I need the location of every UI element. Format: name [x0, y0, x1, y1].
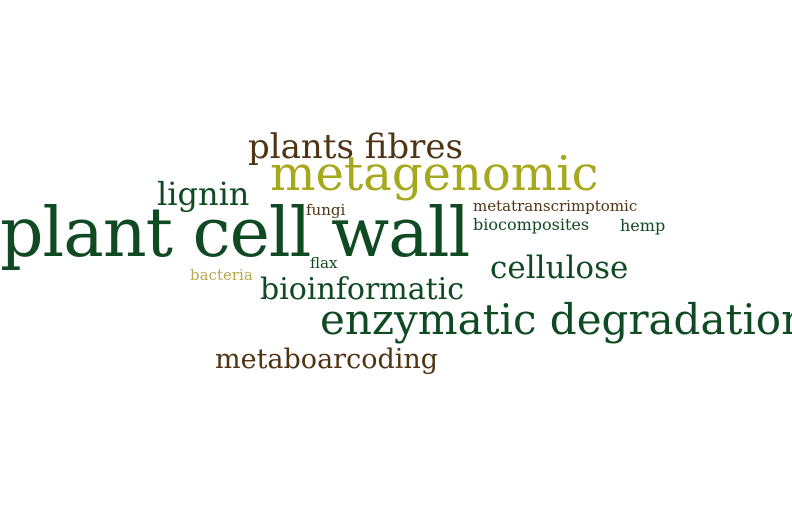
- word-cellulose: cellulose: [490, 250, 629, 286]
- word-metatranscrimptomic: metatranscrimptomic: [473, 197, 638, 215]
- word-lignin: lignin: [157, 175, 250, 213]
- word-enzymatic-degradation: enzymatic degradation: [320, 295, 792, 344]
- word-hemp: hemp: [620, 216, 666, 235]
- word-biocomposites: biocomposites: [473, 215, 590, 234]
- word-metaboarcoding: metaboarcoding: [215, 344, 439, 375]
- word-flax: flax: [310, 254, 338, 272]
- word-metagenomic: metagenomic: [270, 146, 599, 202]
- word-bioinformatic: bioinformatic: [260, 272, 465, 307]
- word-plants-fibres: plants fibres: [248, 127, 463, 167]
- word-fungi: fungi: [306, 201, 346, 219]
- word-bacteria: bacteria: [190, 266, 253, 284]
- word-plant-cell-wall: plant cell wall: [0, 194, 470, 273]
